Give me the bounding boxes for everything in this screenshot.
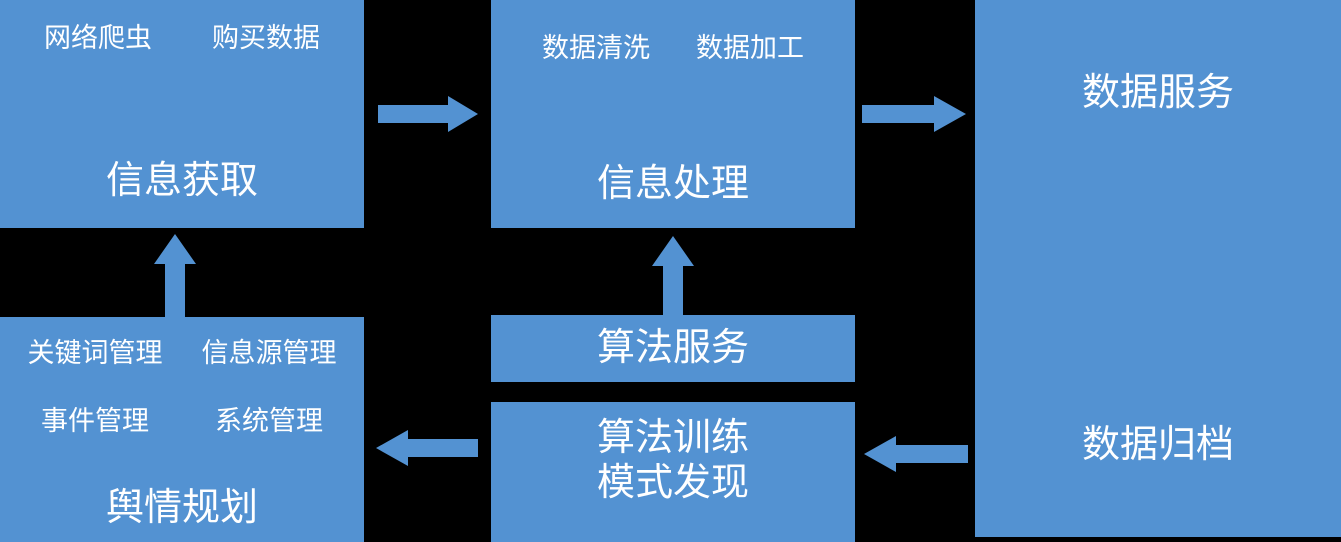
planning-items-row-2: 事件管理 系统管理	[0, 406, 364, 437]
data-archive-title: 数据归档	[1081, 424, 1234, 466]
algorithm-training-line-2: 模式发现	[596, 461, 749, 504]
item-data-cleaning: 数据清洗	[542, 33, 650, 63]
info-acquisition-title: 信息获取	[105, 160, 258, 202]
box-info-acquisition[interactable]: 网络爬虫 购买数据 信息获取	[0, 0, 364, 228]
item-keyword-management: 关键词管理	[27, 338, 163, 368]
arrow-left-algorithm-to-planning-icon	[376, 430, 478, 466]
info-processing-items: 数据清洗 数据加工	[491, 33, 855, 64]
box-algorithm-training[interactable]: 算法训练 模式发现	[491, 402, 855, 542]
algorithm-training-line-1: 算法训练	[596, 417, 749, 459]
item-data-processing: 数据加工	[696, 33, 804, 63]
item-web-crawler: 网络爬虫	[44, 23, 152, 53]
box-public-opinion-planning[interactable]: 关键词管理 信息源管理 事件管理 系统管理 舆情规划	[0, 317, 364, 542]
box-algorithm-service[interactable]: 算法服务	[491, 315, 855, 382]
item-purchase-data: 购买数据	[212, 23, 320, 53]
planning-items-row-1: 关键词管理 信息源管理	[0, 338, 364, 369]
item-event-management: 事件管理	[41, 406, 149, 436]
arrow-left-archive-to-algorithm-icon	[864, 436, 968, 472]
public-opinion-planning-title: 舆情规划	[105, 487, 258, 529]
arrow-right-acquire-to-process-icon	[378, 96, 478, 132]
arrow-right-process-to-service-icon	[862, 96, 966, 132]
item-source-management: 信息源管理	[201, 338, 337, 368]
box-data-service-column[interactable]: 数据服务 数据归档	[975, 0, 1341, 537]
item-system-management: 系统管理	[215, 406, 323, 436]
arrow-up-planning-to-acquisition-icon	[154, 234, 196, 318]
algorithm-service-title: 算法服务	[596, 327, 749, 369]
info-processing-title: 信息处理	[596, 163, 749, 205]
algorithm-training-titles: 算法训练 模式发现	[491, 416, 855, 506]
arrow-up-algorithm-to-processing-icon	[652, 236, 694, 316]
info-acquisition-items: 网络爬虫 购买数据	[0, 23, 364, 54]
box-info-processing[interactable]: 数据清洗 数据加工 信息处理	[491, 0, 855, 228]
data-service-title: 数据服务	[1081, 72, 1234, 114]
